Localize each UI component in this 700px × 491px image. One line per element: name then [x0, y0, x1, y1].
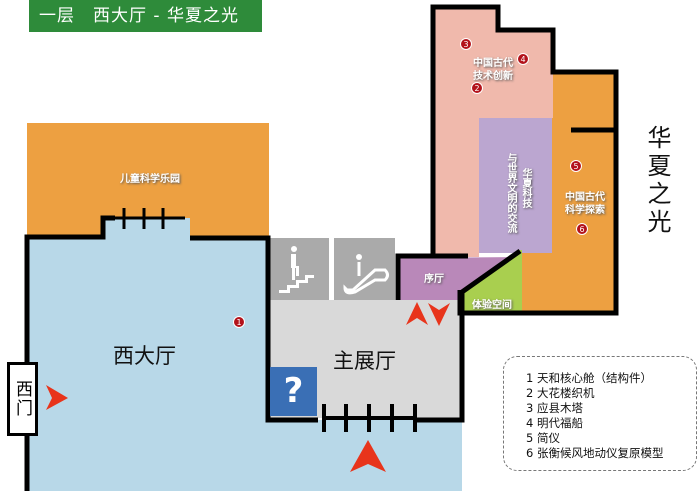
main-entrance-doors: [322, 404, 417, 432]
stairs-icon: [279, 246, 314, 293]
zone-west-hall[interactable]: [27, 218, 462, 491]
arrow-up-icon: [406, 302, 428, 325]
west-gate-label: 西门: [12, 380, 32, 418]
zone-ancient-innovation[interactable]: [433, 7, 553, 257]
arrow-west-gate-icon: [46, 385, 68, 410]
label-west-hall: 西大厅: [113, 344, 176, 368]
legend: 1 天和核心舱（结构件） 2 大花楼织机 3 应县木塔 4 明代福船 5 简仪 …: [503, 356, 697, 471]
label-main-hall: 主展厅: [333, 349, 396, 373]
label-exploration: 中国古代科学探索: [565, 192, 605, 216]
west-gate[interactable]: 西门: [7, 362, 38, 436]
zone-exploration[interactable]: [522, 73, 614, 312]
label-exchange-a: 华夏科技: [520, 168, 531, 208]
section-title: 华夏之光: [643, 125, 671, 237]
marker-5[interactable]: 5: [570, 160, 582, 172]
kids-doors: [113, 208, 185, 229]
label-experience: 体验空间: [472, 300, 512, 311]
page-title: 一层 西大厅 - 华夏之光: [29, 0, 262, 32]
legend-item: 4 明代福船: [526, 416, 583, 430]
marker-4[interactable]: 4: [517, 53, 529, 65]
marker-1[interactable]: 1: [233, 316, 245, 328]
legend-item: 5 简仪: [526, 431, 560, 445]
stairs-box[interactable]: [270, 238, 329, 300]
label-kids: 儿童科学乐园: [120, 174, 180, 185]
zone-experience[interactable]: [460, 250, 522, 312]
marker-6[interactable]: 6: [576, 223, 588, 235]
walls: [24, 4, 619, 491]
zone-prelude[interactable]: [398, 257, 520, 300]
arrow-main-entrance-icon: [350, 440, 386, 472]
label-prelude: 序厅: [424, 274, 444, 285]
label-exchange-b: 与世界文明的交流: [505, 153, 516, 233]
legend-item: 2 大花楼织机: [526, 386, 595, 400]
marker-3[interactable]: 3: [460, 38, 472, 50]
zone-exchange[interactable]: [479, 118, 552, 253]
arrow-down-icon: [428, 303, 450, 326]
legend-item: 3 应县木塔: [526, 401, 583, 415]
marker-2[interactable]: 2: [471, 82, 483, 94]
label-ancient-innovation: 中国古代技术创新: [473, 58, 513, 82]
legend-item: 1 天和核心舱（结构件）: [526, 371, 652, 385]
escalator-icon: [343, 254, 389, 295]
info-desk-icon[interactable]: ?: [270, 367, 317, 416]
legend-item: 6 张衡候风地动仪复原模型: [526, 446, 664, 460]
